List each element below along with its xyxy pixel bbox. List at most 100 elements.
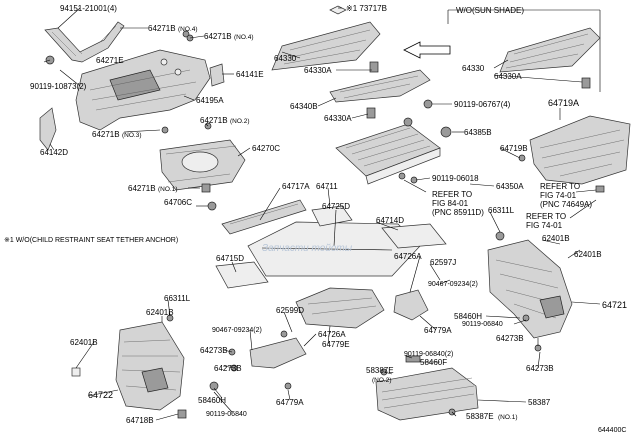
label-refer-fig74-b-l1: REFER TO <box>526 212 567 221</box>
label-64340b: 64340B <box>290 102 318 111</box>
label-62401b-c: 62401B <box>146 308 174 317</box>
part-64142d-trim <box>39 107 57 151</box>
fastener-group-lower-left <box>209 348 292 391</box>
label-64273b-d: 64273B <box>526 364 554 373</box>
label-64330a-b: 64330A <box>494 72 522 81</box>
label-90119-06840-a: 90119-06840 <box>462 321 503 328</box>
watermark-text: Запчасти тойоты <box>262 243 353 254</box>
label-62401b-b: 62401B <box>574 250 602 259</box>
label-64141e: 64141E <box>236 70 264 79</box>
label-58387e-b: 58387E <box>466 412 494 421</box>
label-64726a-b: 64726A <box>318 330 346 339</box>
label-no2-b: (NO.2) <box>372 377 392 384</box>
label-64706c: 64706C <box>164 198 193 207</box>
label-64722: 64722 <box>88 390 114 400</box>
part-64270c-bracket <box>159 139 246 191</box>
label-no1: (NO.1) <box>158 186 178 193</box>
label-64330-b: 64330 <box>462 64 485 73</box>
part-64350a-board <box>335 123 441 185</box>
label-no4-a: (NO.4) <box>178 26 198 33</box>
label-90467-09234-a: 90467-09234(2) <box>428 281 478 288</box>
label-refer-fig74-a-l2: FIG 74-01 <box>540 191 577 200</box>
label-refer-fig84-l1: REFER TO <box>432 190 473 199</box>
label-64271b-no2: 64271B <box>200 116 228 125</box>
label-64330-a: 64330 <box>274 54 297 63</box>
label-no2: (NO.2) <box>230 118 250 125</box>
label-73717b: ※1 73717B <box>346 4 387 13</box>
label-58460f: 58460F <box>420 358 448 367</box>
label-64195a: 64195A <box>196 96 224 105</box>
label-figure-code: 644400C <box>598 427 627 434</box>
label-90119-06840-b: 90119-06840(2) <box>404 351 454 358</box>
label-64719b: 64719B <box>500 144 528 153</box>
label-no3: (NO.3) <box>122 132 142 139</box>
label-64719a: 64719A <box>548 98 580 108</box>
part-64725d-board <box>311 205 353 227</box>
label-64271b-no1: 64271B <box>128 184 156 193</box>
label-64714d: 64714D <box>376 216 405 225</box>
label-66311l-b: 66311L <box>164 294 191 303</box>
label-64779a-a: 64779A <box>424 326 452 335</box>
label-64721: 64721 <box>602 300 628 310</box>
part-64779e-tray <box>295 287 385 329</box>
label-58460h-a: 58460H <box>454 312 483 321</box>
part-64719a-insulator <box>518 115 631 193</box>
label-64779a-b: 64779A <box>276 398 304 407</box>
label-refer-fig74-a-l1: REFER TO <box>540 182 581 191</box>
label-64385b: 64385B <box>464 128 492 137</box>
part-64141e-clip <box>209 63 225 87</box>
label-90119-10873: 90119-10873(2) <box>30 82 87 91</box>
label-64273b-b: 64273B <box>200 346 228 355</box>
part-64721-trim <box>487 231 573 352</box>
label-90119-06018: 90119-06018 <box>432 174 479 183</box>
label-64271e: 64271E <box>96 56 124 65</box>
label-94151-21001: 94151-21001(4) <box>60 4 117 13</box>
label-refer-fig84-l3: (PNC 85911D) <box>432 208 484 217</box>
sun-shade-box <box>447 9 601 92</box>
part-64726a-bracket-left <box>249 330 307 369</box>
label-refer-fig74-b-l2: FIG 74-01 <box>526 221 563 230</box>
label-64715d: 64715D <box>216 254 245 263</box>
label-64717a: 64717A <box>282 182 310 191</box>
label-64271b-no4-a: 64271B <box>148 24 176 33</box>
part-64340b-panel <box>329 69 431 119</box>
leader-lines <box>43 7 601 421</box>
arrow-pointer <box>403 41 451 59</box>
part-64715d-mat <box>215 261 269 289</box>
label-58387: 58387 <box>528 398 551 407</box>
label-64711: 64711 <box>316 182 338 191</box>
label-62401b-d: 62401B <box>70 338 98 347</box>
label-90119-06840-c: 90119-06840 <box>206 411 247 418</box>
label-58460h-b: 58460H <box>198 396 227 405</box>
part-64726a-bracket-right <box>393 289 429 321</box>
label-no1-b: (NO.1) <box>498 414 518 421</box>
label-62401b-a: 62401B <box>542 234 570 243</box>
part-64711-mat <box>247 221 421 277</box>
label-64273b-c: 64273B <box>214 364 242 373</box>
label-64350a: 64350A <box>496 182 524 191</box>
label-64725d: 64725D <box>322 202 351 211</box>
label-62599d: 62599D <box>276 306 305 315</box>
part-64717a-cover <box>221 199 307 235</box>
label-64273b-a: 64273B <box>496 334 524 343</box>
label-66311l-a: 66311L <box>488 206 515 215</box>
label-wo-sun-shade: W/O(SUN SHADE) <box>456 6 524 15</box>
part-64195a-bracket <box>75 49 211 131</box>
label-64142d: 64142D <box>40 148 69 157</box>
part-58387-scuff-plate <box>375 355 479 421</box>
label-90467-09234-b: 90467-09234(2) <box>212 327 262 334</box>
label-no4-b: (NO.4) <box>234 34 254 41</box>
label-64271b-no4-b: 64271B <box>204 32 232 41</box>
label-64726a-a: 64726A <box>394 252 422 261</box>
part-64330-tray-a <box>271 21 381 73</box>
label-note-wo-child: ※1 W/O(CHILD RESTRAINT SEAT TETHER ANCHO… <box>4 237 179 244</box>
label-62597j: 62597J <box>430 258 457 267</box>
label-64330a-a: 64330A <box>304 66 332 75</box>
label-64779e: 64779E <box>322 340 350 349</box>
label-64330a-c: 64330A <box>324 114 352 123</box>
label-refer-fig84-l2: FIG 84-01 <box>432 199 469 208</box>
label-90119-06767: 90119-06767(4) <box>454 100 511 109</box>
label-refer-fig74-a-l3: (PNC 74649A) <box>540 200 593 209</box>
